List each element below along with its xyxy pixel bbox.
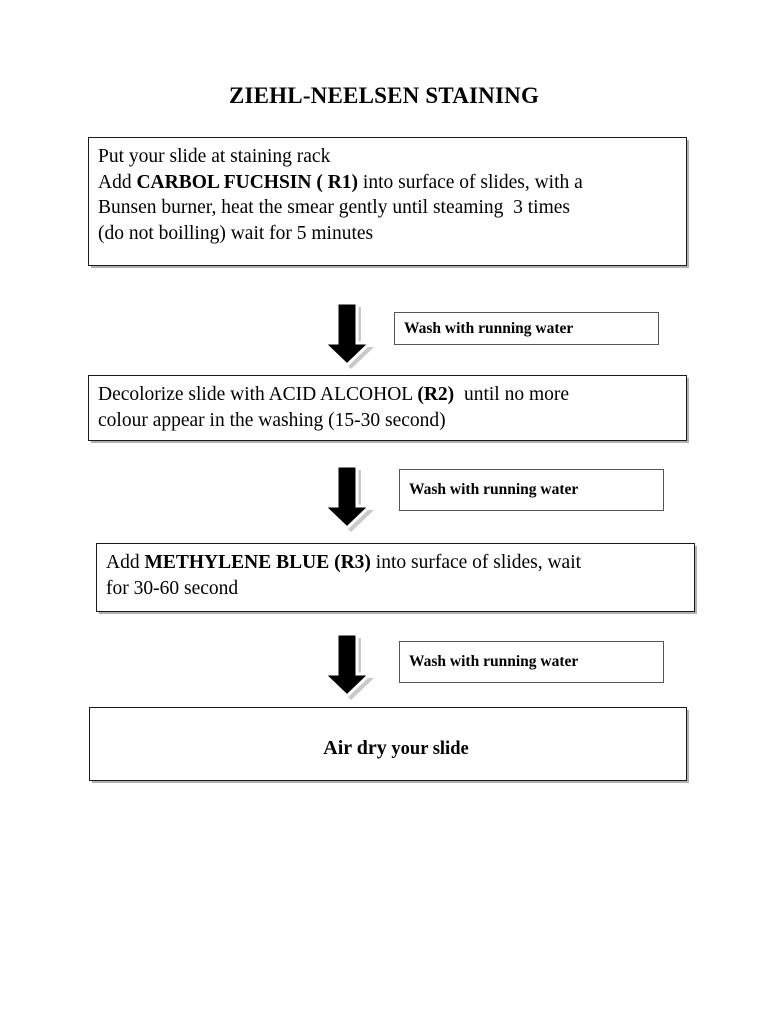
final-step-primary: Air dry bbox=[323, 737, 387, 759]
process-box-step-1: Put your slide at staining rack Add CARB… bbox=[88, 137, 687, 266]
wash-label-text-3: Wash with running water bbox=[409, 653, 579, 671]
process-box-final: Air dry your slide bbox=[89, 707, 687, 781]
wash-label-text-1: Wash with running water bbox=[404, 319, 574, 337]
wash-label-box-3: Wash with running water bbox=[399, 641, 664, 683]
process-text-step-3: Add METHYLENE BLUE (R3) into surface of … bbox=[106, 552, 582, 599]
process-box-step-2: Decolorize slide with ACID ALCOHOL (R2) … bbox=[88, 375, 687, 441]
down-arrow-2 bbox=[317, 460, 377, 532]
down-arrow-3 bbox=[317, 628, 377, 700]
wash-label-text-2: Wash with running water bbox=[409, 481, 579, 499]
final-step-secondary: your slide bbox=[386, 739, 469, 759]
process-box-step-3: Add METHYLENE BLUE (R3) into surface of … bbox=[96, 543, 695, 612]
wash-label-box-1: Wash with running water bbox=[394, 312, 659, 345]
down-arrow-1 bbox=[317, 297, 377, 369]
process-text-step-1: Put your slide at staining rack Add CARB… bbox=[98, 146, 583, 244]
page-title: ZIEHL-NEELSEN STAINING bbox=[228, 83, 540, 108]
final-step-text: Air dry your slide bbox=[90, 708, 686, 778]
wash-label-box-2: Wash with running water bbox=[399, 469, 664, 511]
process-text-step-2: Decolorize slide with ACID ALCOHOL (R2) … bbox=[98, 384, 570, 431]
